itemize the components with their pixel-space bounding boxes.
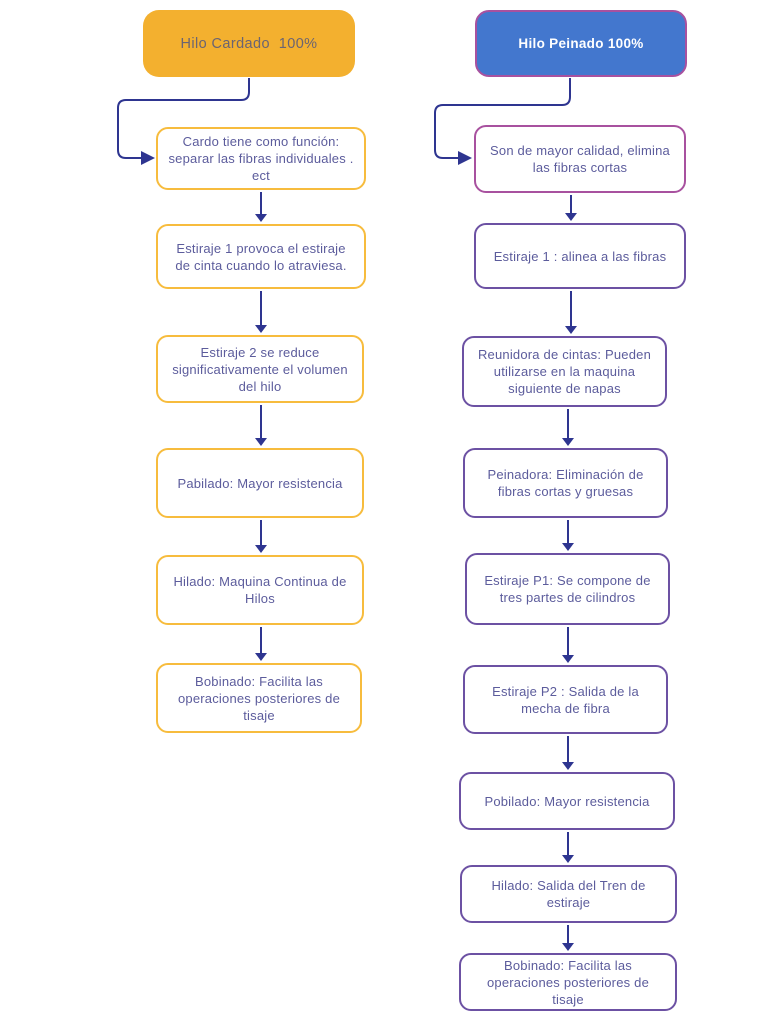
- down-arrow-icon: [567, 409, 569, 438]
- down-arrow-icon: [567, 925, 569, 943]
- down-arrow-icon: [567, 736, 569, 762]
- step-estiraje-1-peinado: Estiraje 1 : alinea a las fibras: [474, 223, 686, 289]
- step-hilado-cardado: Hilado: Maquina Continua de Hilos: [156, 555, 364, 625]
- step-cardo-funcion: Cardo tiene como función: separar las fi…: [156, 127, 366, 190]
- step-estiraje-p2: Estiraje P2 : Salida de la mecha de fibr…: [463, 665, 668, 734]
- down-arrow-icon: [570, 291, 572, 326]
- step-pabilado-cardado: Pabilado: Mayor resistencia: [156, 448, 364, 518]
- down-arrow-icon: [567, 627, 569, 655]
- step-estiraje-p1: Estiraje P1: Se compone de tres partes d…: [465, 553, 670, 625]
- step-peinadora: Peinadora: Eliminación de fibras cortas …: [463, 448, 668, 518]
- down-arrow-icon: [260, 520, 262, 545]
- step-mayor-calidad: Son de mayor calidad, elimina las fibras…: [474, 125, 686, 193]
- down-arrow-icon: [260, 192, 262, 214]
- header-hilo-peinado: Hilo Peinado 100%: [475, 10, 687, 77]
- step-estiraje-1-cardado: Estiraje 1 provoca el estiraje de cinta …: [156, 224, 366, 289]
- arrowhead-right-icon: [458, 151, 472, 165]
- down-arrow-icon: [260, 627, 262, 653]
- down-arrow-icon: [570, 195, 572, 213]
- down-arrow-icon: [567, 832, 569, 855]
- step-pobilado-peinado: Pobilado: Mayor resistencia: [459, 772, 675, 830]
- down-arrow-icon: [567, 520, 569, 543]
- down-arrow-icon: [260, 405, 262, 438]
- arrowhead-left-icon: [141, 151, 155, 165]
- step-hilado-peinado: Hilado: Salida del Tren de estiraje: [460, 865, 677, 923]
- step-estiraje-2-cardado: Estiraje 2 se reduce significativamente …: [156, 335, 364, 403]
- step-bobinado-cardado: Bobinado: Facilita las operaciones poste…: [156, 663, 362, 733]
- step-reunidora-cintas: Reunidora de cintas: Pueden utilizarse e…: [462, 336, 667, 407]
- step-bobinado-peinado: Bobinado: Facilita las operaciones poste…: [459, 953, 677, 1011]
- header-hilo-cardado: Hilo Cardado 100%: [143, 10, 355, 77]
- down-arrow-icon: [260, 291, 262, 325]
